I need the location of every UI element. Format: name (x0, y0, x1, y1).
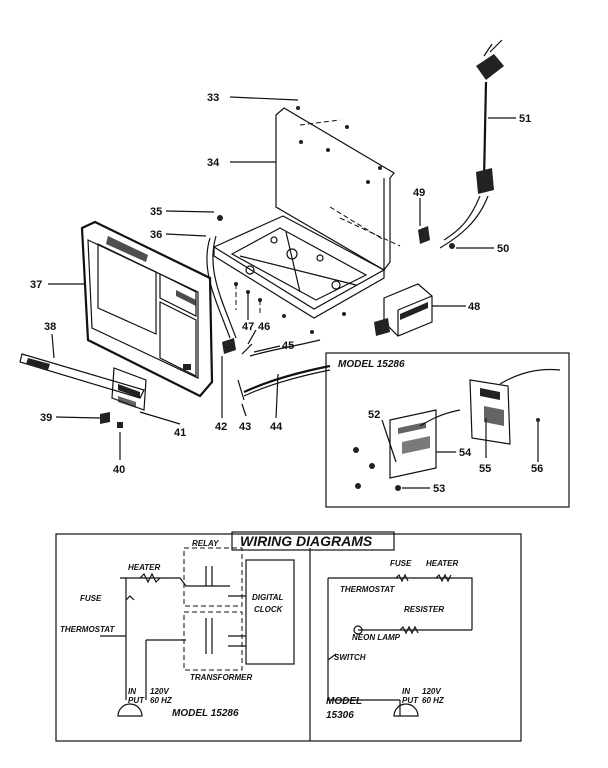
wiring-diagram: WIRING DIAGRAMS RELAY HEATER FUSE THERMO… (55, 531, 522, 742)
callout-40: 40 (113, 464, 125, 476)
input-left-in: IN (128, 687, 136, 696)
input-right-put: PUT (402, 696, 419, 705)
input-right-in: IN (402, 687, 410, 696)
model-right-2: 15306 (326, 710, 354, 721)
callout-50: 50 (497, 243, 509, 255)
clock-label: CLOCK (254, 605, 284, 614)
base-plate (212, 215, 386, 319)
digital-label: DIGITAL (252, 593, 284, 602)
wires (206, 235, 331, 397)
callout-56: 56 (531, 463, 543, 475)
input-left-voltage: 120V (150, 687, 169, 696)
callout-41: 41 (174, 427, 186, 439)
callout-44: 44 (270, 421, 283, 433)
callout-numbers: 33 34 35 36 37 38 39 40 41 42 43 44 45 4… (30, 92, 543, 495)
callout-37: 37 (30, 279, 42, 291)
heater-element (374, 283, 433, 337)
input-right-freq: 60 HZ (422, 696, 445, 705)
wiring-title: WIRING DIAGRAMS (240, 533, 373, 549)
front-grille (80, 220, 214, 398)
heater-label: HEATER (128, 563, 161, 572)
callout-49: 49 (413, 187, 425, 199)
model-inset (325, 352, 570, 508)
callout-48: 48 (468, 301, 480, 313)
input-left-freq: 60 HZ (150, 696, 173, 705)
callout-53: 53 (433, 483, 445, 495)
callout-42: 42 (215, 421, 227, 433)
callout-43: 43 (239, 421, 251, 433)
callout-54: 54 (459, 447, 472, 459)
callout-38: 38 (44, 321, 56, 333)
callout-46: 46 (258, 321, 270, 333)
back-panel (275, 106, 401, 271)
callout-52: 52 (368, 409, 380, 421)
callout-34: 34 (207, 157, 220, 169)
r-thermostat-label: THERMOSTAT (340, 585, 395, 594)
callout-35: 35 (150, 206, 162, 218)
control-panel (111, 367, 147, 411)
trim-strip (19, 353, 145, 399)
model-left-label: MODEL 15286 (172, 708, 239, 719)
input-left-put: PUT (128, 696, 145, 705)
callout-55: 55 (479, 463, 491, 475)
r-neon-label: NEON LAMP (352, 633, 401, 642)
inset-model-label: MODEL 15286 (338, 359, 405, 370)
relay-label: RELAY (192, 539, 219, 548)
input-right-voltage: 120V (422, 687, 441, 696)
r-heater-label: HEATER (426, 559, 459, 568)
callout-33: 33 (207, 92, 219, 104)
r-fuse-label: FUSE (390, 559, 412, 568)
r-resister-label: RESISTER (404, 605, 444, 614)
thermostat-label: THERMOSTAT (60, 625, 115, 634)
r-switch-label: SWITCH (334, 653, 366, 662)
power-cord (418, 39, 504, 249)
callout-36: 36 (150, 229, 162, 241)
callout-39: 39 (40, 412, 52, 424)
fuse-label: FUSE (80, 594, 102, 603)
callout-47: 47 (242, 321, 254, 333)
leader-lines (48, 96, 539, 489)
callout-51: 51 (519, 113, 531, 125)
transformer-label: TRANSFORMER (190, 673, 252, 682)
callout-45: 45 (282, 340, 294, 352)
model-right-1: MODEL (326, 696, 362, 707)
